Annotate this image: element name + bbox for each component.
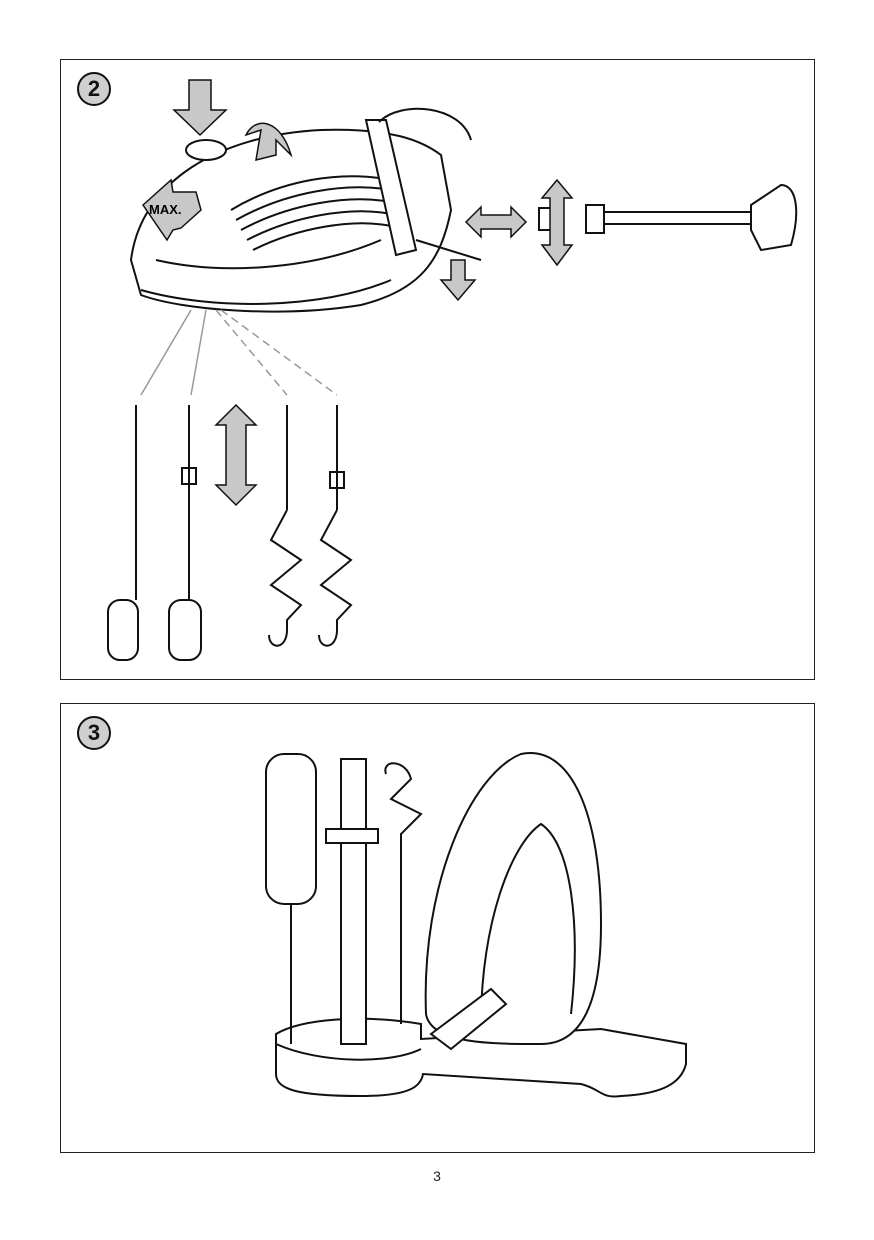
stand-base <box>275 1017 687 1098</box>
hand-mixer-accessories-illustration <box>107 79 798 661</box>
arrow-left-right <box>464 205 528 239</box>
figure-3-panel: 3 <box>60 703 815 1153</box>
max-arrow <box>142 178 202 242</box>
arrows <box>142 79 574 507</box>
arrow-double-vertical <box>214 403 258 507</box>
max-label: MAX. <box>149 202 182 217</box>
page-number: 3 <box>433 1168 441 1184</box>
dough-hook-1 <box>268 405 303 647</box>
storage-stand-illustration <box>265 752 687 1098</box>
blender-shaft <box>538 183 798 252</box>
arrow-down-small <box>439 259 477 302</box>
plug <box>429 987 508 1051</box>
arrow-eject <box>244 122 293 162</box>
beater-stored <box>265 753 317 905</box>
arrow-up-down-rotate <box>540 178 574 267</box>
dough-hook-2 <box>318 405 353 647</box>
figure-2-panel: 2 MAX. <box>60 59 815 680</box>
figure-number-badge: 2 <box>77 72 111 106</box>
stand-pole <box>340 758 367 1045</box>
beater-2 <box>168 405 202 661</box>
hook-stored <box>384 762 423 1024</box>
figure-number-badge: 3 <box>77 716 111 750</box>
arrow-down-press <box>172 79 228 137</box>
beater-1 <box>107 405 139 661</box>
